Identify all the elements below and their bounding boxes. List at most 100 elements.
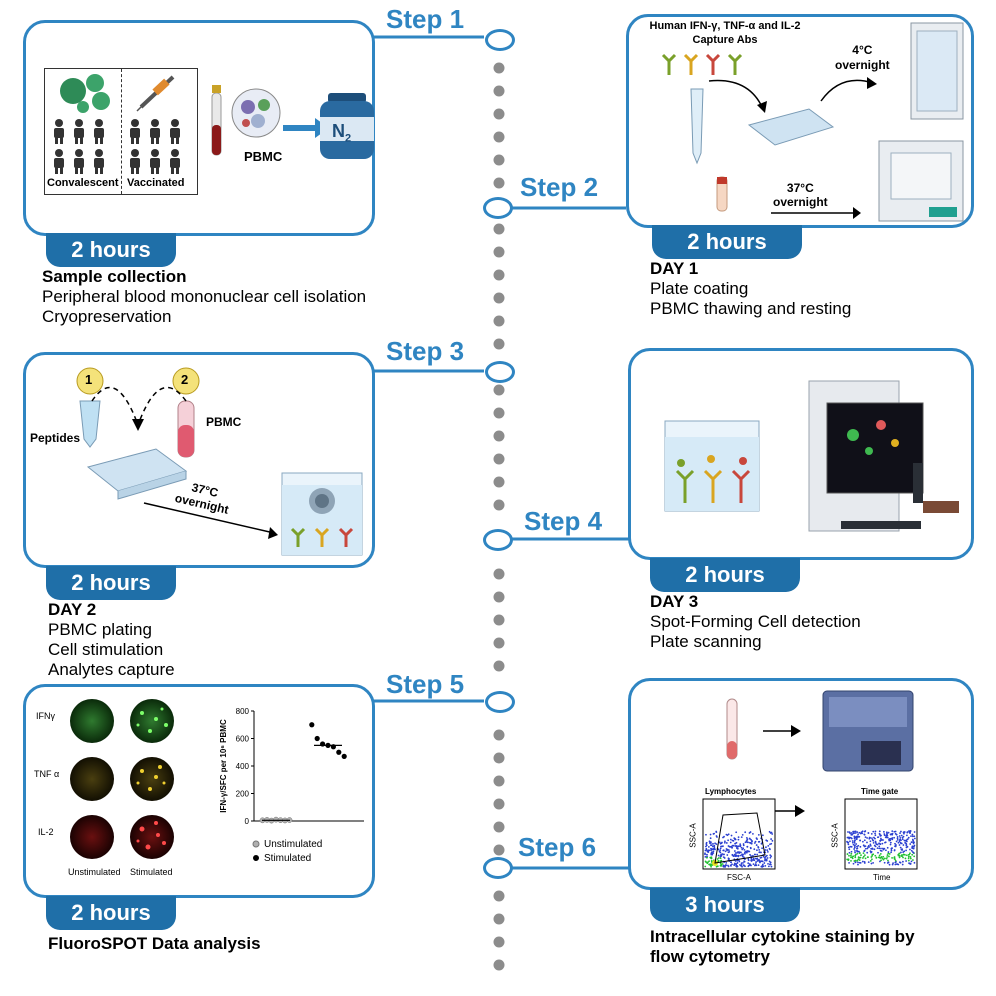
timeline-dot	[493, 637, 505, 649]
flow-cytometry-illustration	[702, 690, 918, 870]
plot2-x-label: Time	[873, 873, 891, 882]
y-tick-label: 600	[236, 735, 250, 744]
timeline-dot	[493, 154, 505, 166]
timeline-dot	[493, 568, 505, 580]
timeline-dot	[493, 407, 505, 419]
y-tick-label: 0	[245, 817, 250, 826]
plot1-title: Lymphocytes	[705, 787, 757, 796]
step-4-line: Spot-Forming Cell detection	[650, 612, 861, 631]
liquid-nitrogen-tank-icon	[320, 93, 374, 159]
timeline-dot	[493, 729, 505, 741]
vaccinated-label: Vaccinated	[127, 177, 185, 189]
step-3-title: DAY 2	[48, 600, 97, 619]
data-point-stimulated	[309, 722, 315, 728]
timeline-dot	[493, 936, 505, 948]
step-5-duration-badge: 2 hours	[46, 896, 176, 930]
detection-and-scanner-illustration	[664, 380, 959, 532]
timeline-dot	[493, 752, 505, 764]
step-3-card: 1 2 Peptides PBMC 37°C overnight	[23, 352, 375, 568]
step-3-line: Cell stimulation	[48, 640, 164, 659]
step-1-label: Step 1	[386, 4, 465, 34]
fluorospot-wells	[70, 699, 174, 859]
step-4-card	[628, 348, 974, 560]
step-2-label: Step 2	[520, 172, 599, 202]
person-icon	[74, 119, 84, 144]
step-6-description: Intracellular cytokine staining by flow …	[650, 927, 950, 967]
cold-incubation-label: 4°C overnight	[835, 43, 890, 73]
step-6-title: Intracellular cytokine staining by flow …	[650, 927, 915, 966]
timeline-dot	[493, 430, 505, 442]
pbmc-label: PBMC	[244, 149, 283, 164]
person-icon	[170, 149, 180, 174]
y-tick-label: 400	[236, 762, 250, 771]
timeline-dot	[493, 821, 505, 833]
timeline-dot	[493, 775, 505, 787]
step-2-line: Plate coating	[650, 279, 749, 298]
y-tick-label: 800	[236, 707, 250, 716]
legend-label: Unstimulated	[264, 839, 322, 850]
timeline-dot	[493, 890, 505, 902]
capture-abs-label: Human IFN-γ, TNF-α and IL-2 Capture Abs	[649, 20, 801, 46]
step-6-duration-badge: 3 hours	[650, 888, 800, 922]
row-label-il2: IL-2	[38, 827, 54, 837]
timeline-dot	[493, 499, 505, 511]
timeline-dot	[493, 844, 505, 856]
blood-tube-and-pbmc-icon	[211, 85, 281, 156]
step-4-node	[483, 529, 513, 551]
plating-illustration	[76, 367, 363, 556]
timeline-dot	[493, 131, 505, 143]
step-3-line: PBMC plating	[48, 620, 152, 639]
timeline-dot	[493, 798, 505, 810]
step-3-description: DAY 2 PBMC plating Cell stimulation Anal…	[48, 600, 175, 680]
timeline-dot	[493, 476, 505, 488]
plot1-x-label: FSC-A	[727, 873, 751, 882]
cold-temp: 4°C	[852, 43, 873, 57]
peptides-label: Peptides	[30, 431, 81, 445]
plot2-y-label: SSC-A	[830, 823, 840, 848]
convalescent-label: Convalescent	[47, 177, 119, 189]
person-icon	[54, 149, 64, 174]
step-1-title: Sample collection	[42, 267, 187, 286]
step-2-title: DAY 1	[650, 259, 699, 278]
plate-coating-illustration	[661, 22, 964, 222]
legend-marker	[252, 840, 260, 848]
timeline-dot	[493, 384, 505, 396]
legend-marker	[253, 855, 259, 861]
step-5-description: FluoroSPOT Data analysis	[48, 934, 261, 954]
data-point-stimulated	[336, 749, 342, 755]
col-label-stimulated: Stimulated	[130, 867, 173, 877]
badge-2: 2	[181, 372, 189, 387]
step-3-line: Analytes capture	[48, 660, 175, 679]
badge-1: 1	[85, 372, 93, 387]
timeline-dot	[493, 315, 505, 327]
legend-label: Stimulated	[264, 853, 311, 864]
timeline-dot	[493, 269, 505, 281]
data-point-stimulated	[314, 735, 320, 742]
timeline-dot	[493, 62, 505, 74]
timeline-dot	[493, 292, 505, 304]
warm-temp: 37°C	[786, 181, 814, 195]
timeline-dot	[493, 223, 505, 235]
step-2-node	[483, 197, 513, 219]
step-1-description: Sample collection Peripheral blood monon…	[42, 267, 366, 327]
step-5-title: FluoroSPOT Data analysis	[48, 934, 261, 953]
warm-duration: overnight	[773, 195, 828, 209]
step-3-duration-badge: 2 hours	[46, 566, 176, 600]
timeline-dot	[493, 591, 505, 603]
step-4-line: Plate scanning	[650, 632, 762, 651]
y-axis-label: IFN-γ/SFC per 10⁶ PBMC	[219, 719, 228, 813]
person-icon	[150, 119, 160, 144]
plot2-title: Time gate	[861, 787, 899, 796]
timeline-dot	[493, 177, 505, 189]
pbmc-label: PBMC	[206, 415, 242, 429]
timeline-dot	[493, 660, 505, 672]
step-4-title: DAY 3	[650, 592, 699, 611]
person-icon	[94, 149, 104, 174]
step-6-node	[483, 857, 513, 879]
timeline-dot	[493, 338, 505, 350]
